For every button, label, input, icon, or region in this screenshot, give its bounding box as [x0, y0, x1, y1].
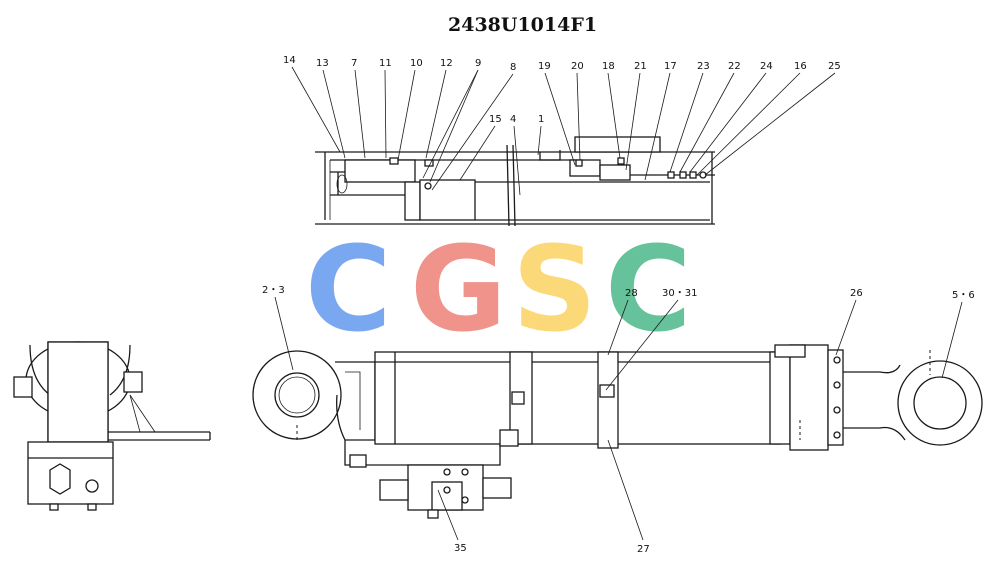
cylinder-tube [374, 351, 781, 445]
label-28: 28 [625, 288, 638, 299]
label-26: 26 [850, 288, 863, 299]
label-5-6: 5・6 [952, 290, 975, 301]
cross-section-detail [315, 136, 715, 227]
label-24: 24 [760, 61, 773, 72]
watermark-letter-s: S [512, 220, 597, 358]
label-12: 12 [440, 58, 453, 69]
watermark-letter-c1: C [305, 220, 392, 358]
label-14: 14 [283, 55, 296, 66]
main-view-labels: 2・3 28 30・31 26 5・6 35 27 [262, 285, 975, 555]
label-11: 11 [379, 58, 392, 69]
cylinder-main-view [252, 344, 983, 519]
label-1: 1 [538, 114, 544, 125]
label-25: 25 [828, 61, 841, 72]
label-10: 10 [410, 58, 423, 69]
label-17: 17 [664, 61, 677, 72]
label-9: 9 [475, 58, 481, 69]
label-8: 8 [510, 62, 516, 73]
label-30-31: 30・31 [662, 288, 697, 299]
cross-section-leaders [291, 66, 836, 196]
label-2-3: 2・3 [262, 285, 285, 296]
label-22: 22 [728, 61, 741, 72]
diagram-title: 2438U1014F1 [448, 14, 597, 36]
label-35: 35 [454, 543, 467, 554]
main-view-leaders [274, 296, 963, 541]
label-13: 13 [316, 58, 329, 69]
label-7: 7 [351, 58, 357, 69]
label-27: 27 [637, 544, 650, 555]
watermark-logo: C G S C [305, 220, 692, 358]
label-23: 23 [697, 61, 710, 72]
watermark-letter-g: G [410, 220, 507, 358]
label-20: 20 [571, 61, 584, 72]
label-18: 18 [602, 61, 615, 72]
label-16: 16 [794, 61, 807, 72]
cross-section-labels: 14 13 7 11 10 12 9 8 15 4 1 19 20 18 21 … [283, 55, 841, 125]
label-19: 19 [538, 61, 551, 72]
side-view [13, 341, 211, 511]
label-15: 15 [489, 114, 502, 125]
label-21: 21 [634, 61, 647, 72]
label-4: 4 [510, 114, 516, 125]
rod-eye-right [897, 360, 983, 446]
watermark-letter-c2: C [605, 220, 692, 358]
